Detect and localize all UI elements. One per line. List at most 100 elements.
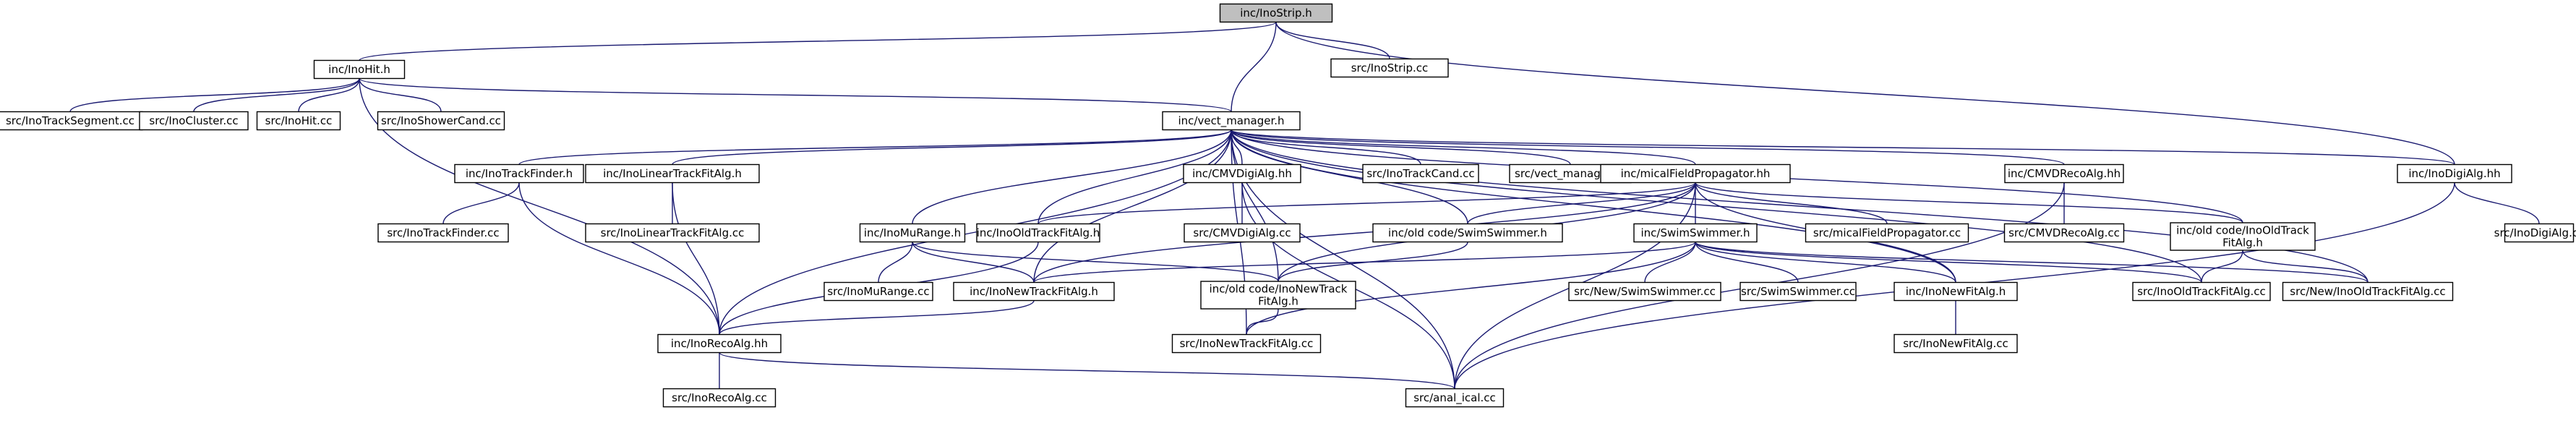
node-oldfit_cc[interactable]: src/InoOldTrackFitAlg.cc (2132, 281, 2271, 302)
node-label: inc/InoLinearTrackFitAlg.h (603, 167, 742, 180)
node-digi_h[interactable]: inc/InoDigiAlg.hh (2397, 163, 2512, 184)
node-anal_cc[interactable]: src/anal_ical.cc (1405, 388, 1505, 408)
node-label: FitAlg.h (2222, 237, 2263, 250)
node-murange_cc[interactable]: src/InoMuRange.cc (823, 281, 933, 302)
node-trackseg_cc[interactable]: src/InoTrackSegment.cc (0, 111, 143, 131)
node-box (657, 333, 782, 354)
node-cluster_cc[interactable]: src/InoCluster.cc (139, 111, 249, 131)
node-label: inc/InoStrip.h (1240, 7, 1312, 20)
node-cmvdreco_cc[interactable]: src/CMVDRecoAlg.cc (2003, 223, 2125, 243)
edge-oldnew_h-to-newfit_cc (1246, 302, 1283, 335)
node-box (1372, 223, 1563, 243)
node-box (585, 163, 760, 184)
node-box (1330, 58, 1449, 78)
node-box (1568, 281, 1721, 302)
edge-inostrip_h-to-vect_h (1231, 15, 1280, 112)
node-box (1184, 223, 1301, 243)
node-box (1633, 223, 1758, 243)
node-box (2003, 223, 2125, 243)
node-swim_cc[interactable]: src/SwimSwimmer.cc (1740, 281, 1857, 302)
edge-swim_h-to-newswim_cc (1644, 235, 1700, 283)
node-box (823, 281, 933, 302)
node-oldfit_h[interactable]: inc/InoOldTrackFitAlg.h (976, 223, 1100, 243)
node-label: inc/InoTrackFinder.h (466, 167, 573, 180)
node-showercand_cc[interactable]: src/InoShowerCand.cc (377, 111, 505, 131)
node-label: inc/old code/InoOldTrack (2176, 224, 2309, 237)
node-oldold_h[interactable]: inc/old code/InoOldTrackFitAlg.h (2170, 222, 2316, 251)
node-inostrip_h[interactable]: inc/InoStrip.h (1219, 3, 1333, 23)
edge-vect_h-to-oldnew_h (1227, 123, 1279, 282)
node-trackfinder_cc[interactable]: src/InoTrackFinder.cc (377, 223, 509, 243)
node-oldswim_h[interactable]: inc/old code/SwimSwimmer.h (1372, 223, 1563, 243)
node-label: inc/micalFieldPropagator.hh (1621, 167, 1771, 180)
node-label: src/micalFieldPropagator.cc (1813, 226, 1961, 239)
node-digi_cc[interactable]: src/InoDigiAlg.cc (2494, 223, 2576, 243)
node-mical_h[interactable]: inc/micalFieldPropagator.hh (1600, 163, 1791, 184)
node-label: src/vect_manager.cc (1515, 167, 1626, 181)
node-box (2504, 223, 2575, 243)
node-box (2397, 163, 2512, 184)
node-cmvdreco_h[interactable]: inc/CMVDRecoAlg.hh (2004, 163, 2124, 184)
edge-mical_h-to-oldold_h (1691, 176, 2243, 223)
edge-vect_h-to-newfitalg_h (1227, 123, 1956, 283)
edge-vect_h-to-trackfinder_h (518, 123, 1236, 166)
node-cmvdigi_cc[interactable]: src/CMVDigiAlg.cc (1184, 223, 1301, 243)
node-label: inc/InoMuRange.h (864, 226, 961, 239)
node-inohit_h[interactable]: inc/InoHit.h (313, 59, 406, 80)
node-label: FitAlg.h (1258, 295, 1298, 308)
edge-murange_h-to-oldnew_h (908, 235, 1279, 282)
edge-inohit_h-to-showercand_cc (355, 72, 442, 112)
node-newswim_cc[interactable]: src/New/SwimSwimmer.cc (1568, 281, 1721, 302)
edge-oldold_h-to-newold_cc (2238, 243, 2369, 283)
node-label: src/InoOldTrackFitAlg.cc (2137, 285, 2266, 298)
node-label: inc/InoNewTrackFitAlg.h (970, 285, 1098, 298)
node-label: src/InoRecoAlg.cc (672, 391, 767, 404)
node-vect_h[interactable]: inc/vect_manager.h (1162, 111, 1301, 131)
node-reco_h[interactable]: inc/InoRecoAlg.hh (657, 333, 782, 354)
node-box (1740, 281, 1857, 302)
node-trackfinder_h[interactable]: inc/InoTrackFinder.h (454, 163, 584, 184)
node-reco_cc[interactable]: src/InoRecoAlg.cc (662, 388, 776, 408)
node-swim_h[interactable]: inc/SwimSwimmer.h (1633, 223, 1758, 243)
edge-vect_h-to-oldswim_h (1227, 123, 1468, 224)
edge-mical_h-to-newfit_h (1033, 176, 1700, 283)
file-nodes: inc/InoStrip.h inc/InoHit.h src/InoStrip.c… (0, 3, 2576, 408)
node-box (1200, 281, 1356, 310)
edge-vect_h-to-reco_h (719, 123, 1236, 335)
node-box (454, 163, 584, 184)
edge-vect_h-to-digi_h (1227, 123, 2455, 166)
edge-inohit_h-to-cluster_cc (193, 72, 364, 112)
edge-inostrip_h-to-digi_h (1272, 15, 2455, 165)
node-oldnew_h[interactable]: inc/old code/InoNewTrackFitAlg.h (1200, 281, 1356, 310)
node-label: src/InoCluster.cc (149, 114, 238, 127)
node-cmvdigi_h[interactable]: inc/CMVDigiAlg.hh (1183, 163, 1301, 184)
node-box (313, 59, 406, 80)
node-mical_cc[interactable]: src/micalFieldPropagator.cc (1805, 223, 1969, 243)
node-linfit_h[interactable]: inc/InoLinearTrackFitAlg.h (585, 163, 760, 184)
node-newfit_h[interactable]: inc/InoNewTrackFitAlg.h (953, 281, 1115, 302)
edge-swim_h-to-oldfit_cc (1691, 235, 2202, 284)
node-box (256, 111, 341, 131)
node-label: src/InoTrackFinder.cc (387, 226, 499, 239)
node-newfit_cc[interactable]: src/InoNewTrackFitAlg.cc (1171, 333, 1322, 354)
node-linfit_cc[interactable]: src/InoLinearTrackFitAlg.cc (585, 223, 760, 243)
node-label: src/InoHit.cc (265, 114, 333, 127)
edge-vect_h-to-oldfit_h (1037, 123, 1236, 224)
edge-trackfinder_h-to-trackfinder_cc (442, 176, 523, 224)
node-label: src/InoLinearTrackFitAlg.cc (601, 226, 745, 239)
node-newfitalg_h[interactable]: inc/InoNewFitAlg.h (1894, 281, 2018, 302)
node-label: src/InoMuRange.cc (827, 285, 929, 298)
edge-inostrip_h-to-inostrip_cc (1272, 15, 1390, 59)
edge-swim_h-to-newold_cc (1691, 235, 2369, 284)
node-trackcand_cc[interactable]: src/InoTrackCand.cc (1362, 163, 1479, 184)
node-newold_cc[interactable]: src/New/InoOldTrackFitAlg.cc (2282, 281, 2454, 302)
edge-swim_h-to-swim_cc (1691, 235, 1799, 283)
edge-inohit_h-to-inohit_cc (298, 72, 364, 112)
node-newfitalg_cc[interactable]: src/InoNewFitAlg.cc (1894, 333, 2018, 354)
node-inohit_cc[interactable]: src/InoHit.cc (256, 111, 341, 131)
node-murange_h[interactable]: inc/InoMuRange.h (859, 223, 966, 243)
node-inostrip_cc[interactable]: src/InoStrip.cc (1330, 58, 1449, 78)
edge-inohit_h-to-vect_h (355, 72, 1232, 113)
node-label: src/InoTrackCand.cc (1366, 167, 1474, 180)
edge-vect_h-to-cmvdreco_h (1227, 123, 2065, 166)
